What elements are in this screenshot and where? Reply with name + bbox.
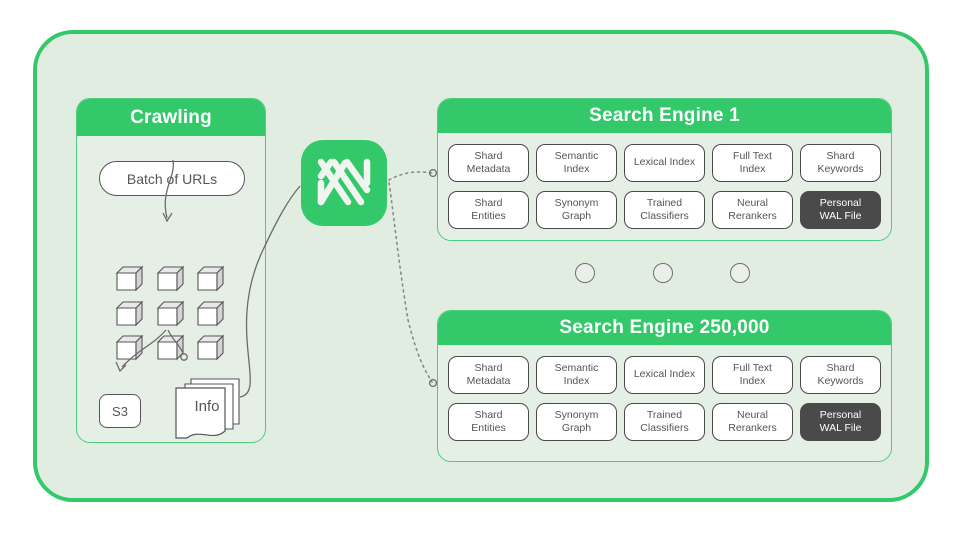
- component-personal-wal-file[interactable]: Personal WAL File: [800, 403, 881, 441]
- component-synonym-graph[interactable]: Synonym Graph: [536, 191, 617, 229]
- component-shard-entities[interactable]: Shard Entities: [448, 191, 529, 229]
- info-document-stack[interactable]: Info: [173, 376, 253, 442]
- cube-icon: [156, 335, 184, 361]
- component-shard-keywords[interactable]: Shard Keywords: [800, 356, 881, 394]
- ellipsis-dot-icon: [575, 263, 595, 283]
- cube-icon: [197, 300, 225, 326]
- component-lexical-index[interactable]: Lexical Index: [624, 144, 705, 182]
- logo-stripes-icon: [317, 158, 371, 206]
- search-engine-1-panel: Search Engine 1 Shard Metadata Semantic …: [437, 98, 892, 241]
- component-neural-rerankers[interactable]: Neural Rerankers: [712, 191, 793, 229]
- cube-icon: [115, 335, 144, 361]
- cube-icon: [115, 300, 144, 326]
- component-synonym-graph[interactable]: Synonym Graph: [536, 403, 617, 441]
- search-engine-n-title: Search Engine 250,000: [438, 311, 891, 345]
- component-full-text-index[interactable]: Full Text Index: [712, 356, 793, 394]
- more-search-engines-indicator: [575, 262, 750, 284]
- component-semantic-index[interactable]: Semantic Index: [536, 356, 617, 394]
- component-full-text-index[interactable]: Full Text Index: [712, 144, 793, 182]
- cube-icon: [197, 265, 225, 292]
- info-label: Info: [194, 398, 220, 415]
- component-shard-metadata[interactable]: Shard Metadata: [448, 144, 529, 182]
- component-shard-keywords[interactable]: Shard Keywords: [800, 144, 881, 182]
- ellipsis-dot-icon: [652, 263, 673, 283]
- component-row: Shard Metadata Semantic Index Lexical In…: [448, 356, 881, 394]
- ellipsis-dot-icon: [730, 263, 750, 283]
- component-neural-rerankers[interactable]: Neural Rerankers: [712, 403, 793, 441]
- search-engine-n-panel: Search Engine 250,000 Shard Metadata Sem…: [437, 310, 892, 462]
- brand-logo-icon[interactable]: [301, 140, 387, 226]
- component-trained-classifiers[interactable]: Trained Classifiers: [624, 191, 705, 229]
- cube-icon: [115, 265, 144, 292]
- component-shard-entities[interactable]: Shard Entities: [448, 403, 529, 441]
- component-row: Shard Entities Synonym Graph Trained Cla…: [448, 403, 881, 441]
- crawling-panel-title: Crawling: [77, 99, 265, 136]
- cube-icon: [156, 300, 184, 326]
- crawling-panel-body: Batch of URLs S3 Info: [77, 136, 265, 442]
- component-row: Shard Entities Synonym Graph Trained Cla…: [448, 191, 881, 229]
- component-shard-metadata[interactable]: Shard Metadata: [448, 356, 529, 394]
- cube-icon: [197, 335, 225, 361]
- crawling-panel: Crawling Batch of URLs S3: [76, 98, 266, 443]
- component-row: Shard Metadata Semantic Index Lexical In…: [448, 144, 881, 182]
- cube-grid: [115, 264, 231, 364]
- component-personal-wal-file[interactable]: Personal WAL File: [800, 191, 881, 229]
- search-engine-1-body: Shard Metadata Semantic Index Lexical In…: [438, 133, 891, 239]
- search-engine-1-title: Search Engine 1: [438, 99, 891, 133]
- cube-icon: [156, 265, 184, 292]
- document-stack-icon: [175, 378, 240, 439]
- component-trained-classifiers[interactable]: Trained Classifiers: [624, 403, 705, 441]
- component-semantic-index[interactable]: Semantic Index: [536, 144, 617, 182]
- component-lexical-index[interactable]: Lexical Index: [624, 356, 705, 394]
- batch-of-urls-node[interactable]: Batch of URLs: [99, 161, 245, 196]
- s3-storage-node[interactable]: S3: [99, 394, 141, 428]
- search-engine-n-body: Shard Metadata Semantic Index Lexical In…: [438, 345, 891, 451]
